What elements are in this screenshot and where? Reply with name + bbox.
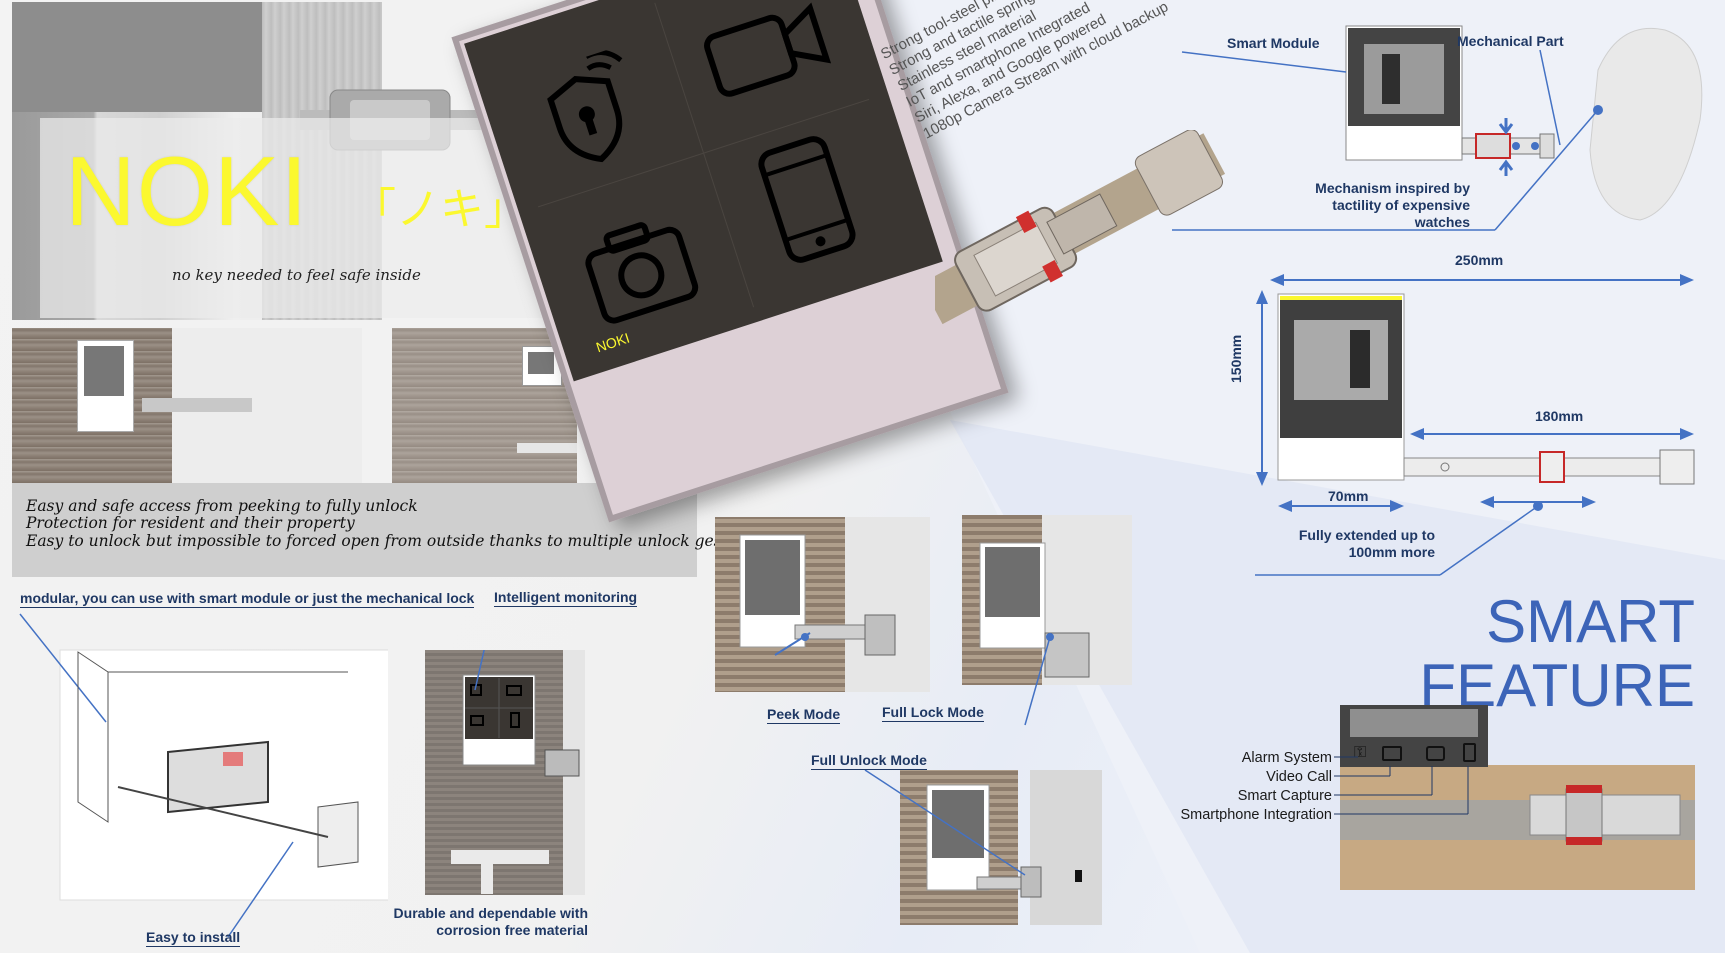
photo-camera-icon	[585, 222, 699, 324]
smart-feature-title-line: SMART	[1486, 588, 1695, 655]
dimension-width: 250mm	[1455, 252, 1504, 268]
door-photos-strip	[12, 328, 577, 483]
dimension-height: 150mm	[1228, 334, 1244, 383]
description-line: Easy and safe access from peeking to ful…	[26, 497, 418, 515]
intelligent-monitoring-callout: Intelligent monitoring	[494, 589, 638, 607]
smartphone-icon	[1463, 743, 1476, 762]
monitoring-photo	[425, 650, 585, 895]
product-tagline: no key needed to feel safe inside	[172, 266, 421, 284]
easy-install-callout: Easy to install	[146, 929, 241, 947]
smartphone-icon	[758, 136, 856, 263]
peek-mode-label: Peek Mode	[767, 706, 841, 724]
mechanical-latch-render	[935, 130, 1226, 325]
video-camera-icon	[1382, 746, 1402, 761]
full-lock-mode-label: Full Lock Mode	[882, 704, 984, 722]
mechanism-note: Mechanism inspired by tactility of expen…	[1290, 180, 1470, 231]
smart-feature-item: Smart Capture	[1237, 788, 1332, 804]
full-unlock-mode-label: Full Unlock Mode	[811, 752, 927, 770]
lock-modes-photos	[715, 515, 1132, 925]
extension-note-line: 100mm more	[1348, 544, 1435, 560]
durable-callout-line: corrosion free material	[436, 922, 588, 938]
description-line: Easy to unlock but impossible to forced …	[26, 532, 755, 550]
mechanism-note-line: Mechanism inspired by	[1315, 180, 1470, 196]
smart-feature-item: Video Call	[1266, 769, 1332, 785]
mechanism-note-line: tactility of expensive	[1332, 197, 1470, 213]
dimension-module: 70mm	[1328, 488, 1369, 504]
install-line-drawing	[19, 613, 388, 938]
description-box: Easy and safe access from peeking to ful…	[12, 483, 754, 577]
smart-module-render: NOKI	[451, 0, 1009, 523]
video-camera-icon	[704, 2, 832, 97]
product-japanese-name: 「ノキ」	[352, 184, 528, 235]
shield-wifi-icon	[547, 50, 623, 163]
smart-feature-photo	[1340, 705, 1695, 890]
dimension-arm: 180mm	[1535, 408, 1584, 424]
module-mechanism-diagram	[1172, 25, 1703, 231]
smart-module-label: Smart Module	[1227, 35, 1320, 51]
smart-feature-title: SMART FEATURE	[1410, 590, 1695, 718]
smart-feature-leaders	[1334, 756, 1469, 815]
photo-camera-icon	[1426, 746, 1445, 761]
smart-module-screen: NOKI	[464, 0, 943, 382]
product-title: NOKI	[65, 136, 309, 246]
smart-feature-list: Alarm System Video Call Smart Capture Sm…	[1130, 749, 1332, 825]
modular-callout: modular, you can use with smart module o…	[20, 590, 475, 608]
extension-note: Fully extended up to 100mm more	[1280, 527, 1435, 561]
durable-callout-line: Durable and dependable with	[393, 905, 588, 921]
durable-callout: Durable and dependable with corrosion fr…	[370, 905, 588, 939]
extension-note-line: Fully extended up to	[1298, 527, 1435, 543]
smart-feature-item: Alarm System	[1241, 750, 1332, 766]
mechanical-part-label: Mechanical Part	[1457, 33, 1564, 49]
dimension-drawing	[1255, 274, 1695, 576]
mechanism-note-line: watches	[1414, 214, 1470, 230]
description-line: Protection for resident and their proper…	[26, 514, 355, 532]
smart-feature-item: Smartphone Integration	[1180, 807, 1332, 823]
